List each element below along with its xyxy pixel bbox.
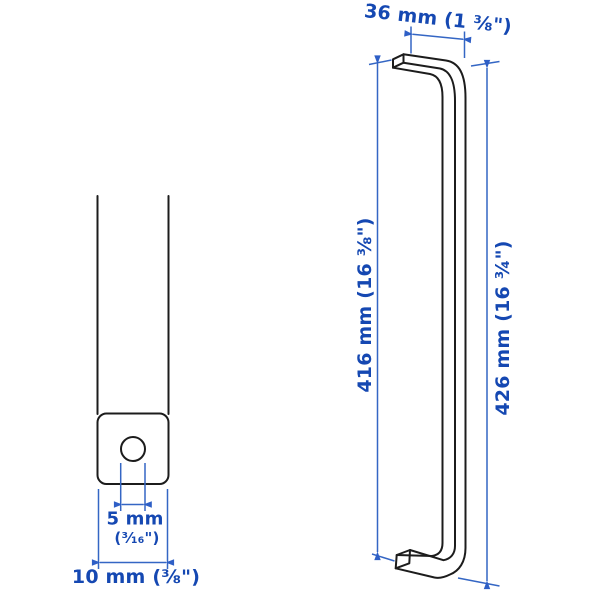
bar-width-dimension-label: 10 mm (⅜"): [71, 566, 201, 588]
handle-middle-edge: [402, 61, 456, 562]
dim-overall-tick-bottom: [457, 577, 500, 587]
bar-detail-view: [96, 195, 170, 485]
handle-end-cap-bottom: [394, 549, 411, 570]
dim-overall-tick-top: [470, 60, 500, 67]
inner-length-dimension-label: 416 mm (16 ⅜"): [354, 217, 376, 393]
dimension-lines: [91, 26, 500, 590]
screw-hole: [120, 436, 146, 462]
dim-inner-tick-bottom: [371, 553, 395, 562]
handle-outer-edge: [394, 53, 467, 579]
hole-diameter-fraction-label: (³⁄₁₆"): [114, 529, 160, 547]
handle-inner-edge: [392, 66, 444, 557]
dim-inner-tick-top: [368, 59, 392, 66]
bar-end-plate: [96, 412, 170, 485]
hole-diameter-dimension-label: 5 mm: [106, 508, 164, 530]
handle-end-cap-top: [392, 53, 405, 69]
overall-length-dimension-label: 426 mm (16 ¾"): [492, 240, 514, 416]
dim-depth-line: [404, 30, 472, 44]
handle-3d-view: [392, 53, 467, 579]
